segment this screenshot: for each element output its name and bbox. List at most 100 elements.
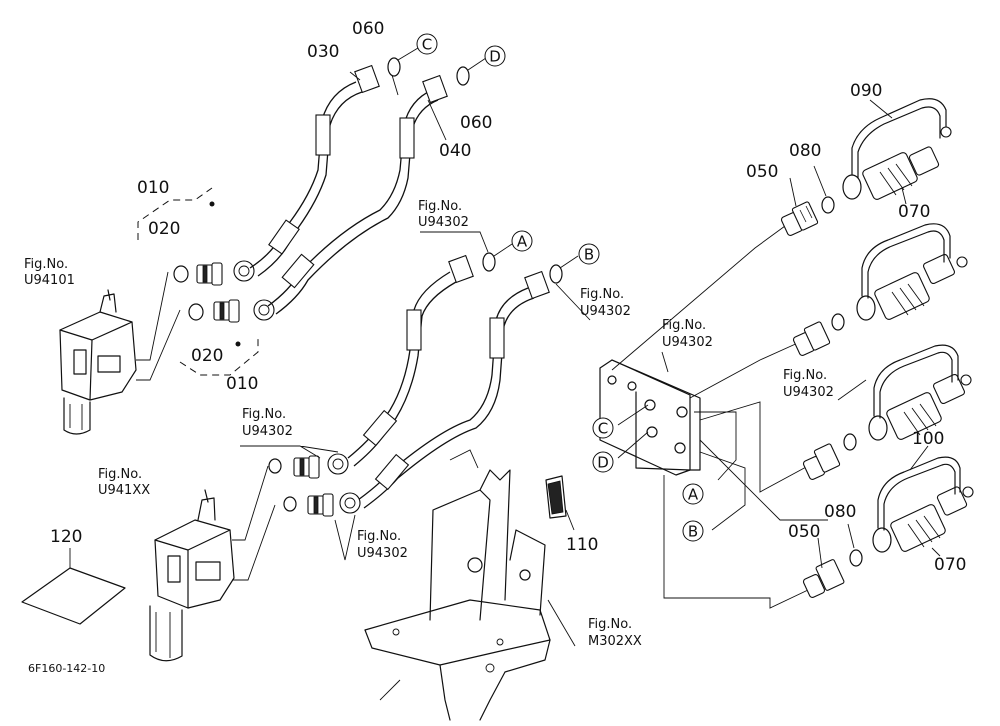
o-ring-020b: [188, 303, 204, 321]
leader-fig-u94302-right: [837, 379, 867, 401]
svg-text:Fig.No.: Fig.No.: [24, 257, 68, 272]
svg-text:C: C: [422, 36, 432, 54]
o-ring-020a: [173, 265, 189, 283]
leader-050-top: [789, 177, 797, 207]
svg-text:U941XX: U941XX: [98, 483, 150, 498]
group-010-bottom: [179, 335, 259, 376]
marker-a-top: A: [511, 230, 533, 252]
label-060-right: 060: [460, 113, 492, 133]
fig-ref-u94302-low: Fig.No. U94302: [357, 529, 408, 561]
label-080-top: 080: [789, 141, 821, 161]
svg-text:U94302: U94302: [242, 424, 293, 439]
leader-030: [349, 71, 361, 81]
coupler-bracket: [599, 359, 701, 476]
svg-text:Fig.No.: Fig.No.: [242, 407, 286, 422]
control-valve-lower: [149, 489, 235, 662]
svg-text:U94302: U94302: [418, 215, 469, 230]
svg-text:D: D: [597, 454, 609, 472]
label-020-top: 020: [148, 219, 180, 239]
tractor-frame: [364, 449, 551, 721]
svg-text:Fig.No.: Fig.No.: [588, 617, 632, 632]
leader-100: [909, 445, 929, 471]
leader-b-bracket: [699, 451, 746, 531]
leader-fig-u94302-b: [555, 283, 591, 321]
label-120: 120: [50, 527, 82, 547]
leader-050-bottom: [817, 537, 823, 569]
leader-fig-u94302-mid: [240, 445, 339, 459]
marker-c-top: C: [416, 33, 438, 55]
group-010-top: [137, 187, 213, 240]
link-second: [689, 341, 801, 399]
leader-070-bottom: [931, 547, 941, 557]
link-fourth: [663, 475, 809, 609]
leader-080-bottom: [847, 523, 855, 549]
svg-text:U94302: U94302: [783, 385, 834, 400]
leader-fig-m302xx: [547, 599, 576, 647]
hose-middle: [347, 254, 550, 509]
leader-090: [869, 99, 893, 119]
leader-a-bracket: [694, 411, 737, 481]
svg-text:Fig.No.: Fig.No.: [580, 287, 624, 302]
leader-040: [427, 99, 447, 141]
leader-valve-lower-bottom: [232, 504, 276, 581]
fittings-upper: [173, 260, 275, 323]
fig-ref-u94302-bracket: Fig.No. U94302: [662, 318, 713, 350]
label-010-bottom: 010: [226, 374, 258, 394]
leader-c-bracket: [617, 404, 649, 426]
svg-text:U94302: U94302: [580, 304, 631, 319]
o-ring-060-right: [456, 66, 470, 86]
link-top: [611, 225, 786, 371]
svg-text:Fig.No.: Fig.No.: [783, 368, 827, 383]
marker-b-top: B: [578, 243, 600, 265]
svg-text:U94101: U94101: [24, 273, 75, 288]
marker-d-bracket: D: [592, 451, 614, 473]
fig-ref-m302xx: Fig.No. M302XX: [588, 617, 642, 649]
leader-fig-u94302-top: [420, 231, 489, 253]
hose-030-040: [249, 64, 448, 315]
o-ring-b: [549, 264, 563, 284]
fig-ref-u94302-mid: Fig.No. U94302: [242, 407, 293, 439]
label-070-bottom: 070: [934, 555, 966, 575]
leader-060-d: [467, 57, 487, 71]
svg-text:Fig.No.: Fig.No.: [662, 318, 706, 333]
svg-text:B: B: [688, 523, 698, 541]
coupler-set-1: [780, 98, 952, 237]
svg-text:Fig.No.: Fig.No.: [418, 199, 462, 214]
label-110: 110: [566, 535, 598, 555]
label-060-top: 060: [352, 19, 384, 39]
svg-text:A: A: [688, 486, 699, 504]
coupler-set-2: [792, 223, 968, 357]
leader-080-top: [813, 165, 827, 197]
leader-valve-upper-top: [136, 271, 169, 361]
svg-text:D: D: [489, 48, 501, 66]
svg-text:U94302: U94302: [357, 546, 408, 561]
label-100: 100: [912, 429, 944, 449]
svg-text:M302XX: M302XX: [588, 634, 642, 649]
link-third: [699, 401, 809, 493]
leader-fig-u94302-low: [334, 514, 356, 561]
label-040: 040: [439, 141, 471, 161]
part-110: [545, 475, 575, 531]
fig-ref-u941xx: Fig.No. U941XX: [98, 467, 150, 498]
label-050-top: 050: [746, 162, 778, 182]
fig-ref-u94101: Fig.No. U94101: [24, 257, 75, 288]
leader-valve-upper-bottom: [136, 309, 181, 381]
o-ring-a: [482, 252, 496, 272]
leader-valve-lower-top: [232, 465, 269, 541]
svg-text:U94302: U94302: [662, 335, 713, 350]
marker-d-top: D: [484, 45, 506, 67]
label-090: 090: [850, 81, 882, 101]
label-010-top: 010: [137, 178, 169, 198]
fig-ref-u94302-b: Fig.No. U94302: [580, 287, 631, 319]
leader-a: [493, 243, 513, 257]
label-080-bottom: 080: [824, 502, 856, 522]
marker-a-bracket: A: [682, 483, 704, 505]
fig-ref-u94302-right: Fig.No. U94302: [783, 368, 834, 400]
leader-060-lower: [391, 74, 399, 96]
leader-070-top: [901, 187, 907, 205]
svg-text:Fig.No.: Fig.No.: [357, 529, 401, 544]
fittings-lower: [268, 453, 361, 517]
control-valve-upper: [59, 289, 137, 435]
marker-b-bracket: B: [682, 520, 704, 542]
label-020-bottom: 020: [191, 346, 223, 366]
